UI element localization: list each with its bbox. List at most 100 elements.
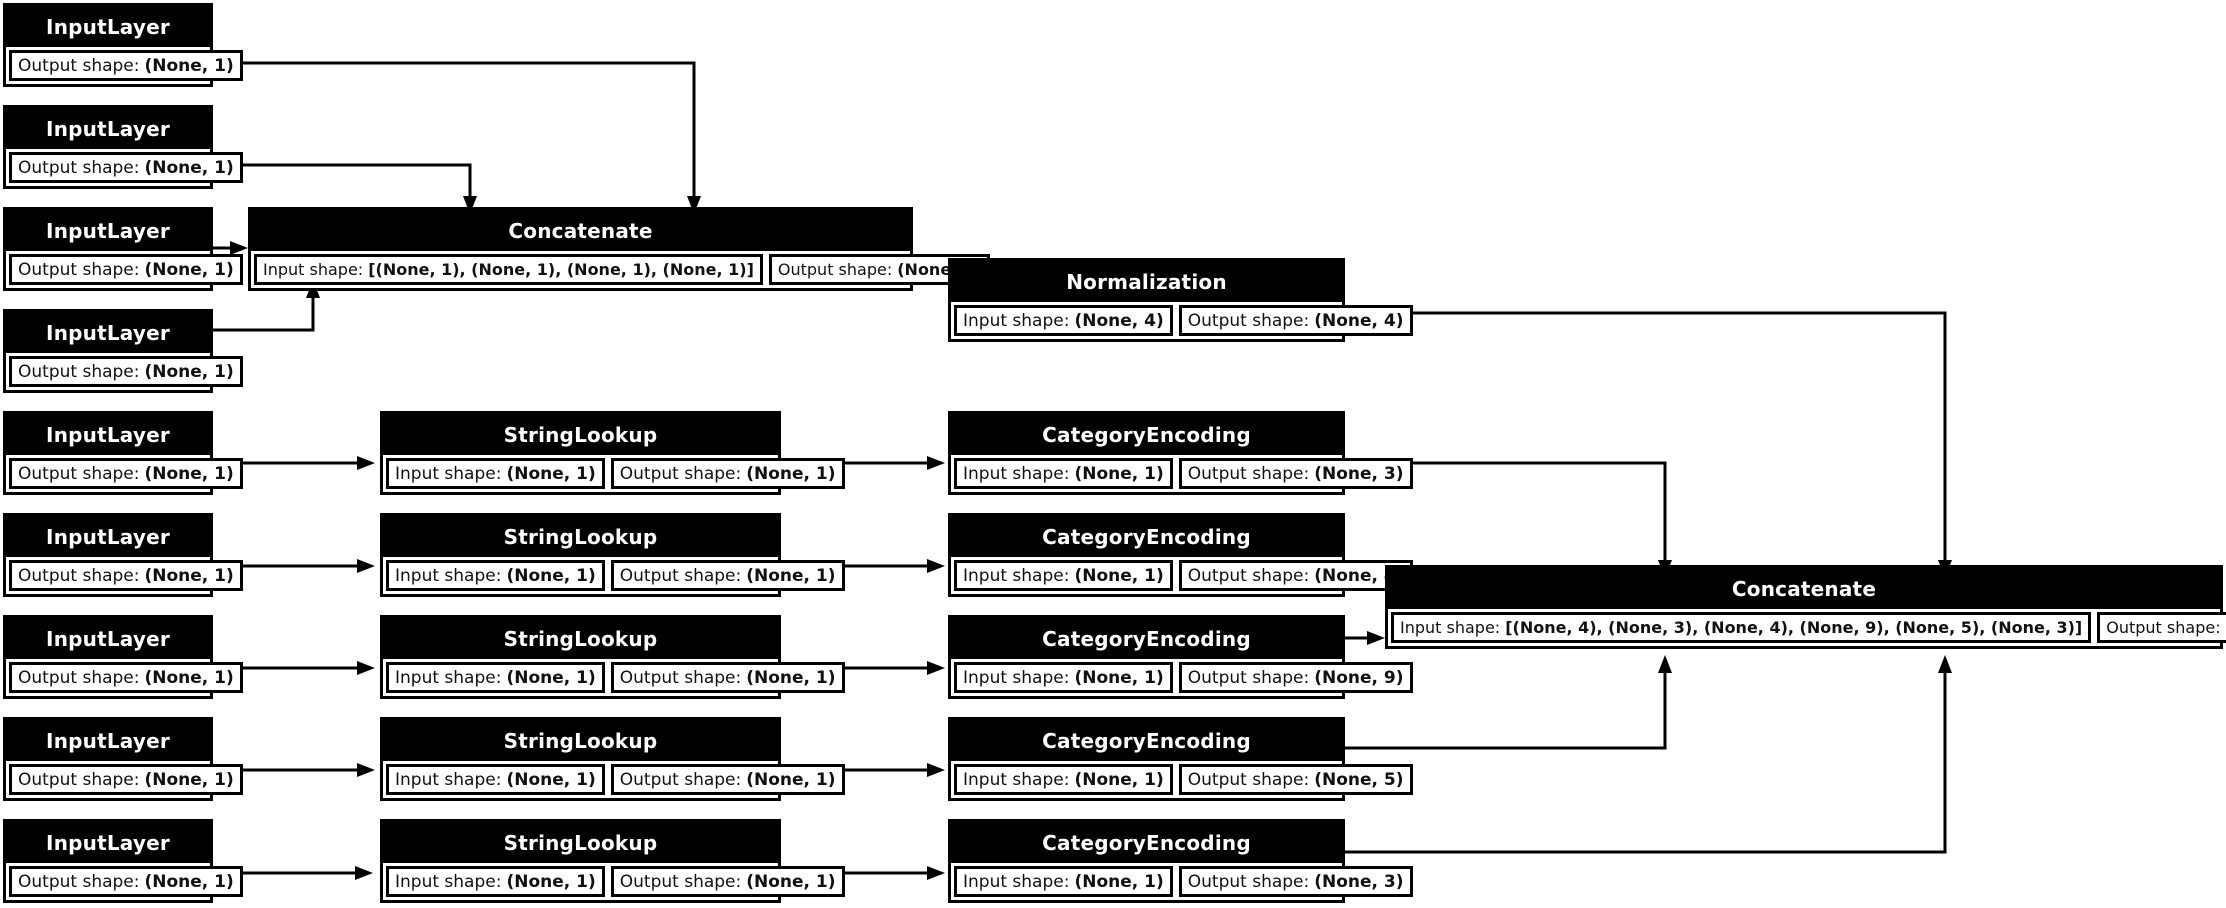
node-stringlookup-2[interactable]: StringLookup Input shape: (None, 1) Outp… [380, 513, 845, 597]
output-shape-value: (None, 1) [144, 157, 234, 178]
node-shape-row: Input shape: (None, 1) Output shape: (No… [383, 455, 845, 492]
output-shape-cell: Output shape: (None, 1) [610, 662, 845, 693]
node-input-layer-2[interactable]: InputLayer Output shape: (None, 1) [3, 105, 243, 189]
node-type-label: CategoryEncoding [951, 414, 1342, 455]
input-shape-value: (None, 1) [506, 769, 596, 790]
output-shape-cell: Output shape: (None, 4) [1178, 560, 1413, 591]
node-shape-row: Input shape: (None, 1) Output shape: (No… [951, 761, 1413, 798]
output-shape-label: Output shape: [619, 667, 742, 688]
node-stringlookup-3[interactable]: StringLookup Input shape: (None, 1) Outp… [380, 615, 845, 699]
output-shape-label: Output shape: [18, 565, 140, 586]
input-shape-cell: Input shape: [(None, 4), (None, 3), (Non… [1391, 612, 2092, 643]
node-categoryencoding-1[interactable]: CategoryEncoding Input shape: (None, 1) … [948, 411, 1413, 495]
input-shape-cell: Input shape: (None, 1) [386, 662, 605, 693]
output-shape-label: Output shape: [1187, 463, 1310, 484]
node-shape-row: Output shape: (None, 1) [6, 47, 243, 84]
output-shape-cell: Output shape: (None, 1) [9, 458, 243, 489]
input-shape-label: Input shape: [395, 565, 502, 586]
input-shape-cell: Input shape: (None, 1) [386, 764, 605, 795]
node-type-label: InputLayer [6, 108, 210, 149]
node-concatenate-all[interactable]: Concatenate Input shape: [(None, 4), (No… [1385, 565, 2226, 649]
input-shape-label: Input shape: [963, 463, 1070, 484]
node-type-label: CategoryEncoding [951, 516, 1342, 557]
node-type-label: Normalization [951, 261, 1342, 302]
output-shape-value: (None, 1) [746, 463, 836, 484]
input-shape-label: Input shape: [963, 310, 1070, 331]
output-shape-cell: Output shape: (None, 1) [610, 866, 845, 897]
output-shape-value: (None, 1) [144, 565, 234, 586]
node-type-label: CategoryEncoding [951, 618, 1342, 659]
output-shape-label: Output shape: [18, 871, 140, 892]
node-type-label: Concatenate [251, 210, 910, 251]
input-shape-cell: Input shape: (None, 1) [386, 560, 605, 591]
output-shape-label: Output shape: [619, 871, 742, 892]
output-shape-cell: Output shape: (None, 3) [1178, 458, 1413, 489]
node-input-layer-4[interactable]: InputLayer Output shape: (None, 1) [3, 309, 243, 393]
node-categoryencoding-4[interactable]: CategoryEncoding Input shape: (None, 1) … [948, 717, 1413, 801]
input-shape-value: (None, 1) [1074, 871, 1164, 892]
output-shape-value: (None, 1) [144, 361, 234, 382]
output-shape-value: (None, 1) [144, 259, 234, 280]
node-input-layer-7[interactable]: InputLayer Output shape: (None, 1) [3, 615, 243, 699]
output-shape-cell: Output shape: (None, 4) [1178, 305, 1413, 336]
output-shape-label: Output shape: [18, 667, 140, 688]
output-shape-cell: Output shape: (None, 1) [9, 560, 243, 591]
node-input-layer-8[interactable]: InputLayer Output shape: (None, 1) [3, 717, 243, 801]
node-shape-row: Input shape: [(None, 1), (None, 1), (Non… [251, 251, 991, 288]
input-shape-value: (None, 1) [1074, 565, 1164, 586]
node-shape-row: Output shape: (None, 1) [6, 557, 243, 594]
output-shape-cell: Output shape: (None, 1) [9, 662, 243, 693]
output-shape-cell: Output shape: (None, 1) [610, 458, 845, 489]
node-stringlookup-4[interactable]: StringLookup Input shape: (None, 1) Outp… [380, 717, 845, 801]
node-input-layer-1[interactable]: InputLayer Output shape: (None, 1) [3, 3, 243, 87]
output-shape-label: Output shape: [619, 463, 742, 484]
node-normalization[interactable]: Normalization Input shape: (None, 4) Out… [948, 258, 1413, 342]
output-shape-value: (None, 4) [1314, 310, 1404, 331]
input-shape-label: Input shape: [963, 565, 1070, 586]
node-concatenate-numeric[interactable]: Concatenate Input shape: [(None, 1), (No… [248, 207, 991, 291]
node-input-layer-5[interactable]: InputLayer Output shape: (None, 1) [3, 411, 243, 495]
output-shape-label: Output shape: [619, 769, 742, 790]
output-shape-value: (None, 1) [144, 769, 234, 790]
node-input-layer-6[interactable]: InputLayer Output shape: (None, 1) [3, 513, 243, 597]
input-shape-value: (None, 4) [1074, 310, 1164, 331]
node-type-label: InputLayer [6, 210, 210, 251]
input-shape-cell: Input shape: (None, 1) [954, 662, 1173, 693]
node-shape-row: Output shape: (None, 1) [6, 863, 243, 900]
node-type-label: InputLayer [6, 516, 210, 557]
input-shape-cell: Input shape: [(None, 1), (None, 1), (Non… [254, 254, 763, 285]
input-shape-cell: Input shape: (None, 1) [954, 458, 1173, 489]
input-shape-value: (None, 1) [506, 565, 596, 586]
output-shape-value: (None, 9) [1314, 667, 1404, 688]
node-shape-row: Input shape: (None, 1) Output shape: (No… [951, 557, 1413, 594]
node-shape-row: Input shape: (None, 1) Output shape: (No… [383, 761, 845, 798]
input-shape-value: (None, 1) [1074, 667, 1164, 688]
node-type-label: InputLayer [6, 6, 210, 47]
input-shape-label: Input shape: [263, 260, 364, 279]
input-shape-label: Input shape: [1400, 618, 1501, 637]
node-categoryencoding-3[interactable]: CategoryEncoding Input shape: (None, 1) … [948, 615, 1413, 699]
node-categoryencoding-2[interactable]: CategoryEncoding Input shape: (None, 1) … [948, 513, 1413, 597]
node-categoryencoding-5[interactable]: CategoryEncoding Input shape: (None, 1) … [948, 819, 1413, 903]
output-shape-cell: Output shape: (None, 5) [1178, 764, 1413, 795]
output-shape-cell: Output shape: (None, 28) [2097, 612, 2226, 643]
node-shape-row: Output shape: (None, 1) [6, 659, 243, 696]
output-shape-cell: Output shape: (None, 1) [9, 356, 243, 387]
node-shape-row: Output shape: (None, 1) [6, 353, 243, 390]
node-type-label: InputLayer [6, 414, 210, 455]
node-input-layer-9[interactable]: InputLayer Output shape: (None, 1) [3, 819, 243, 903]
node-input-layer-3[interactable]: InputLayer Output shape: (None, 1) [3, 207, 243, 291]
node-stringlookup-5[interactable]: StringLookup Input shape: (None, 1) Outp… [380, 819, 845, 903]
node-type-label: InputLayer [6, 312, 210, 353]
input-shape-value: (None, 1) [506, 463, 596, 484]
input-shape-cell: Input shape: (None, 1) [954, 764, 1173, 795]
output-shape-label: Output shape: [619, 565, 742, 586]
input-shape-label: Input shape: [963, 667, 1070, 688]
node-shape-row: Input shape: [(None, 4), (None, 3), (Non… [1388, 609, 2226, 646]
output-shape-cell: Output shape: (None, 9) [1178, 662, 1413, 693]
input-shape-value: [(None, 1), (None, 1), (None, 1), (None,… [368, 260, 754, 279]
output-shape-label: Output shape: [1187, 667, 1310, 688]
input-shape-value: (None, 1) [1074, 769, 1164, 790]
input-shape-value: (None, 1) [1074, 463, 1164, 484]
node-stringlookup-1[interactable]: StringLookup Input shape: (None, 1) Outp… [380, 411, 845, 495]
